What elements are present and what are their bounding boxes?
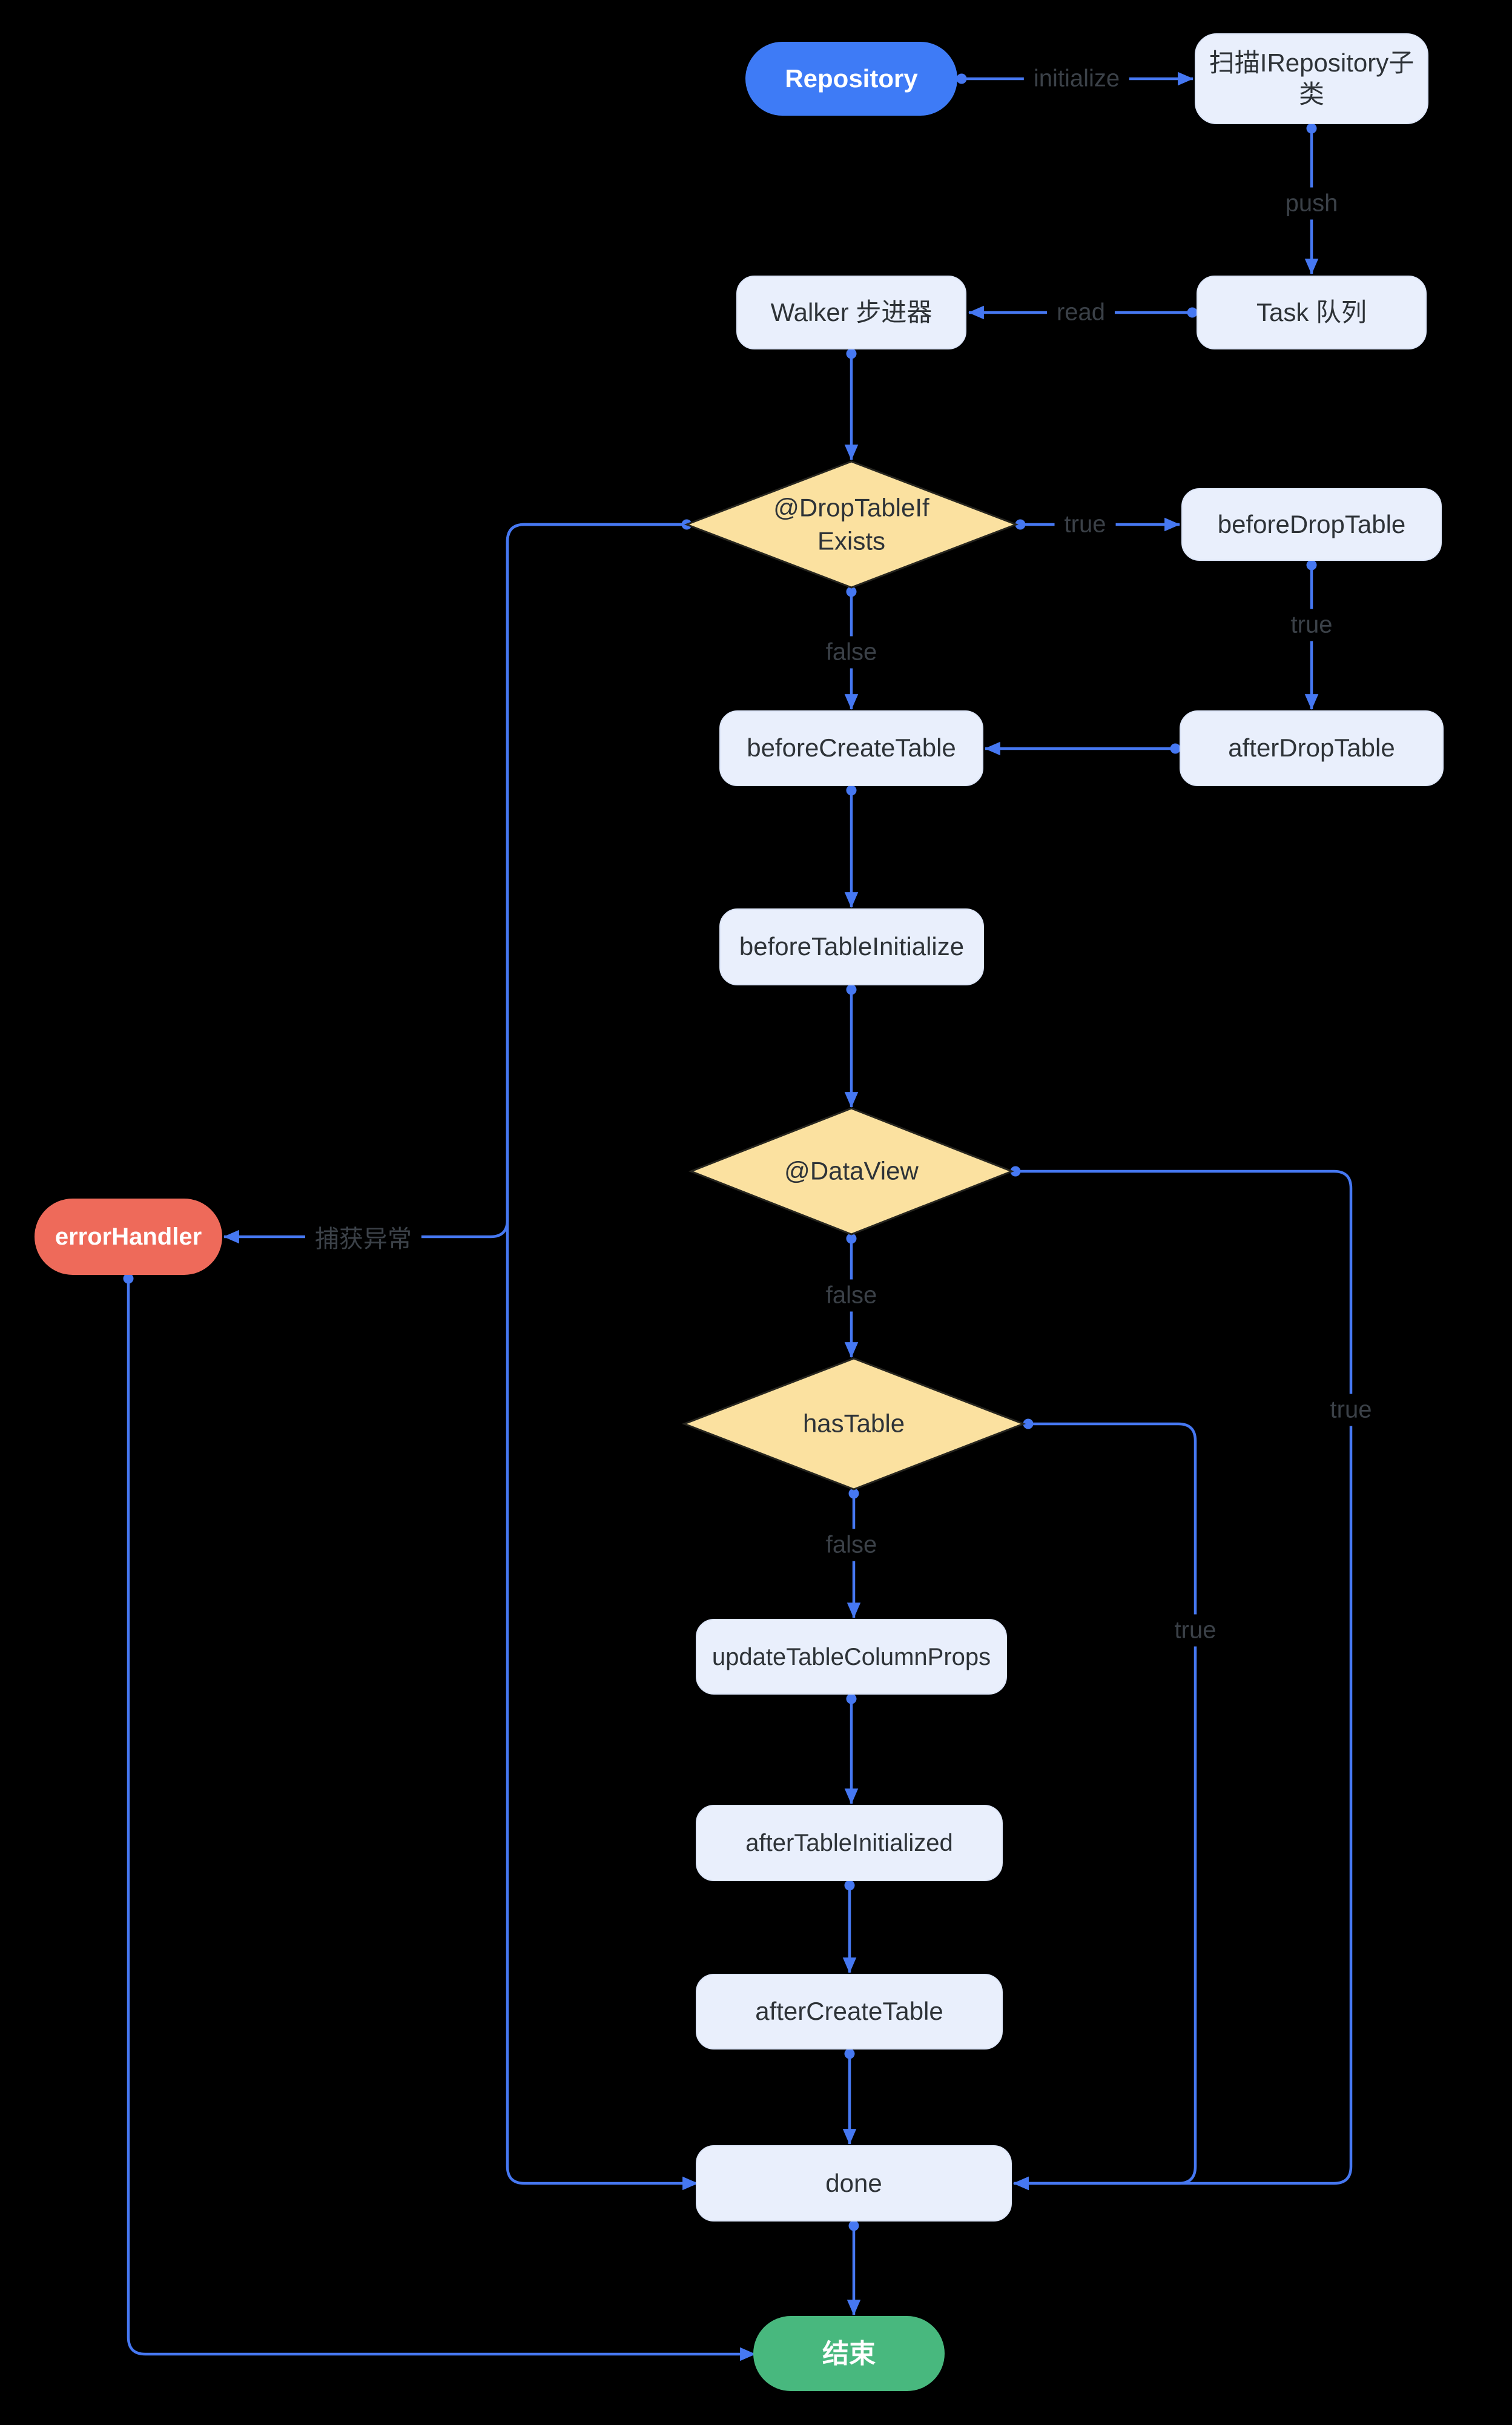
edge-label-hastable-true: true (1164, 1614, 1226, 1647)
edge-start-dot (846, 984, 857, 995)
edge-label-dataview-true: true (1320, 1394, 1382, 1426)
edge-start-dot (844, 2048, 855, 2059)
decision-drop-table-if-exists-label: @DropTableIf Exists (773, 491, 929, 557)
edge-start-dot (846, 348, 857, 359)
edge-label-drop-true: true (1054, 508, 1116, 541)
decision-drop-table-if-exists (684, 460, 1019, 589)
node-after-create-table: afterCreateTable (696, 1974, 1003, 2050)
edge-start-dot (846, 785, 857, 796)
edge-start-dot (1170, 743, 1181, 754)
node-walker: Walker 步进器 (736, 276, 966, 349)
node-scan-irepository-line1: 扫描IRepository子 (1209, 48, 1415, 77)
edge-start-dot (1010, 1166, 1021, 1177)
decision-data-view-label: @DataView (784, 1156, 919, 1185)
decision-has-table (681, 1357, 1026, 1490)
edge-label-before-drop-true: true (1281, 609, 1342, 641)
node-before-create-table: beforeCreateTable (719, 710, 983, 786)
node-repository: Repository (745, 42, 957, 116)
edge-start-dot (1306, 560, 1317, 571)
node-update-table-column-props: updateTableColumnProps (696, 1619, 1007, 1695)
edge-label-catch-exception: 捕获异常 (305, 1217, 421, 1257)
node-scan-irepository: 扫描IRepository子 类 (1195, 33, 1428, 124)
node-task-queue: Task 队列 (1197, 276, 1427, 349)
edge-start-dot (123, 1273, 134, 1284)
node-done: done (696, 2145, 1012, 2222)
node-after-drop-table: afterDropTable (1180, 710, 1444, 786)
edge-label-initialize: initialize (1023, 62, 1130, 95)
node-end: 结束 (753, 2316, 945, 2391)
edge-start-dot (846, 1233, 857, 1244)
edge-start-dot (1015, 519, 1026, 530)
node-before-table-initialize: beforeTableInitialize (719, 908, 984, 985)
edge-label-dataview-false: false (816, 1279, 887, 1312)
edge-start-dot (1306, 123, 1317, 134)
edge-start-dot (1023, 1418, 1034, 1429)
edge-start-dot (844, 1880, 855, 1891)
decision-drop-table-if-exists-line2: Exists (817, 526, 886, 555)
decision-data-view (688, 1107, 1015, 1236)
edge-start-dot (1187, 307, 1198, 318)
edge-dataview-true (1012, 1169, 1353, 2191)
edge-hastable-true (1012, 1422, 1197, 2191)
edge-start-dot (846, 586, 857, 597)
edge-errorhandler-to-end (127, 1279, 756, 2361)
edge-catch-exception (223, 523, 687, 1244)
edge-label-read: read (1046, 296, 1115, 329)
decision-has-table-label: hasTable (802, 1409, 905, 1438)
node-error-handler: errorHandler (35, 1199, 222, 1275)
edge-label-drop-false: false (816, 636, 887, 669)
edge-start-dot (848, 1488, 859, 1499)
decision-drop-table-if-exists-line1: @DropTableIf (773, 493, 929, 522)
edge-label-push: push (1275, 187, 1348, 220)
node-before-drop-table: beforeDropTable (1181, 488, 1442, 561)
node-scan-irepository-line2: 类 (1298, 80, 1324, 108)
node-after-table-initialized: afterTableInitialized (696, 1805, 1003, 1881)
edge-label-hastable-false: false (816, 1529, 887, 1561)
edge-start-dot (956, 73, 967, 84)
edge-start-dot (846, 1693, 857, 1704)
edge-droptable-to-done (506, 523, 699, 2191)
edge-start-dot (848, 2220, 859, 2231)
